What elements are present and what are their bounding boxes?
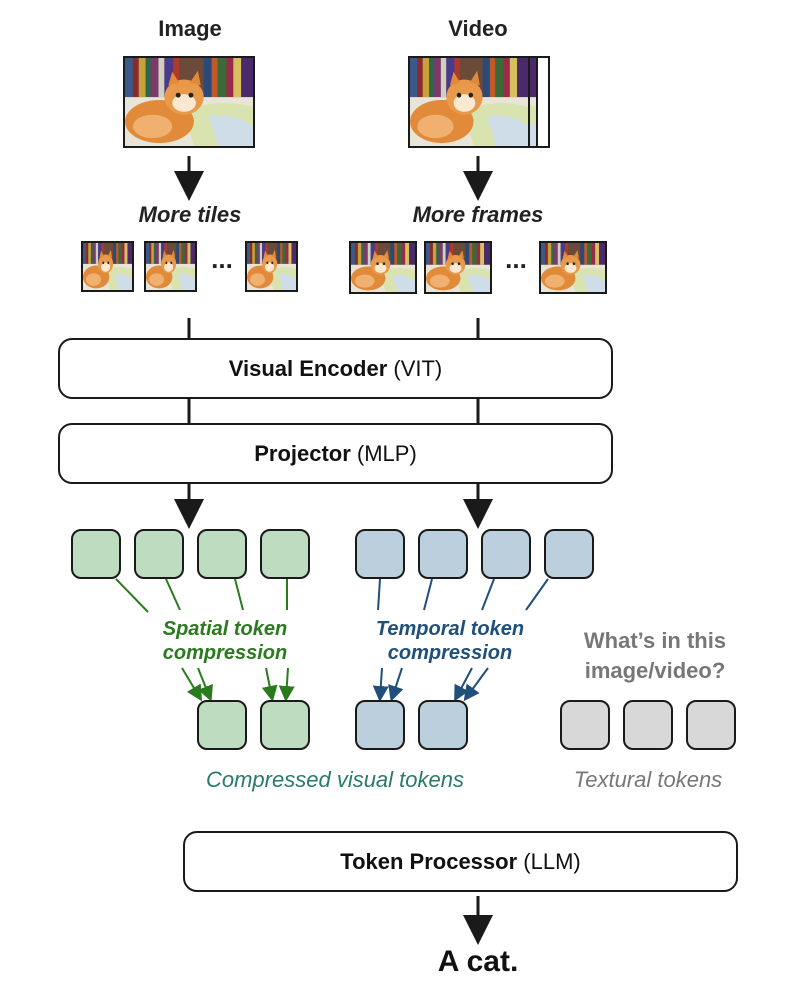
spatial-token-1	[71, 529, 121, 579]
token-processor-box: Token Processor (LLM)	[183, 831, 738, 892]
visual-encoder-sub: (VIT)	[387, 355, 443, 381]
compressed-visual-tokens-caption: Compressed visual tokens	[205, 767, 464, 792]
projector-label: Projector	[254, 440, 351, 466]
compressed-temporal-token-2	[418, 700, 468, 750]
tiles-ellipsis: ...	[211, 244, 233, 274]
temporal-line-1: Temporal token	[375, 618, 525, 640]
compressed-temporal-token-1	[355, 700, 405, 750]
frame-2	[424, 241, 492, 294]
text-token-3	[686, 700, 736, 750]
temporal-token-3	[481, 529, 531, 579]
temporal-token-2	[418, 529, 468, 579]
temporal-line-2: compression	[387, 642, 513, 664]
spatial-token-2	[134, 529, 184, 579]
spatial-compression-label: Spatial token compression	[130, 617, 320, 665]
text-token-2	[623, 700, 673, 750]
video-title: Video	[448, 16, 508, 41]
spatial-line-2: compression	[162, 642, 288, 664]
source-video	[408, 56, 530, 148]
more-frames-label: More frames	[412, 202, 544, 227]
frame-1	[349, 241, 417, 294]
compressed-spatial-token-2	[260, 700, 310, 750]
question-line-1: What’s in this	[583, 628, 727, 653]
spatial-token-4	[260, 529, 310, 579]
visual-encoder-label: Visual Encoder	[228, 355, 388, 381]
question-text: What’s in this image/video?	[555, 626, 755, 686]
compressed-spatial-token-1	[197, 700, 247, 750]
tile-2	[144, 241, 197, 292]
spatial-token-3	[197, 529, 247, 579]
frame-n	[539, 241, 607, 294]
source-image	[123, 56, 255, 148]
temporal-compression-label: Temporal token compression	[350, 617, 550, 665]
visual-encoder-box: Visual Encoder (VIT)	[58, 338, 613, 399]
more-tiles-label: More tiles	[138, 202, 242, 227]
spatial-line-1: Spatial token	[162, 618, 288, 640]
token-processor-sub: (LLM)	[517, 848, 581, 874]
textual-tokens-caption: Textural tokens	[573, 767, 723, 792]
tile-n	[245, 241, 298, 292]
tile-1	[81, 241, 134, 292]
output-text: A cat.	[437, 945, 519, 978]
text-token-1	[560, 700, 610, 750]
projector-box: Projector (MLP)	[58, 423, 613, 484]
image-title: Image	[158, 16, 222, 41]
question-line-2: image/video?	[584, 658, 726, 683]
temporal-token-4	[544, 529, 594, 579]
temporal-token-1	[355, 529, 405, 579]
token-processor-label: Token Processor	[340, 848, 518, 874]
projector-sub: (MLP)	[350, 440, 417, 466]
frames-ellipsis: ...	[505, 244, 527, 274]
